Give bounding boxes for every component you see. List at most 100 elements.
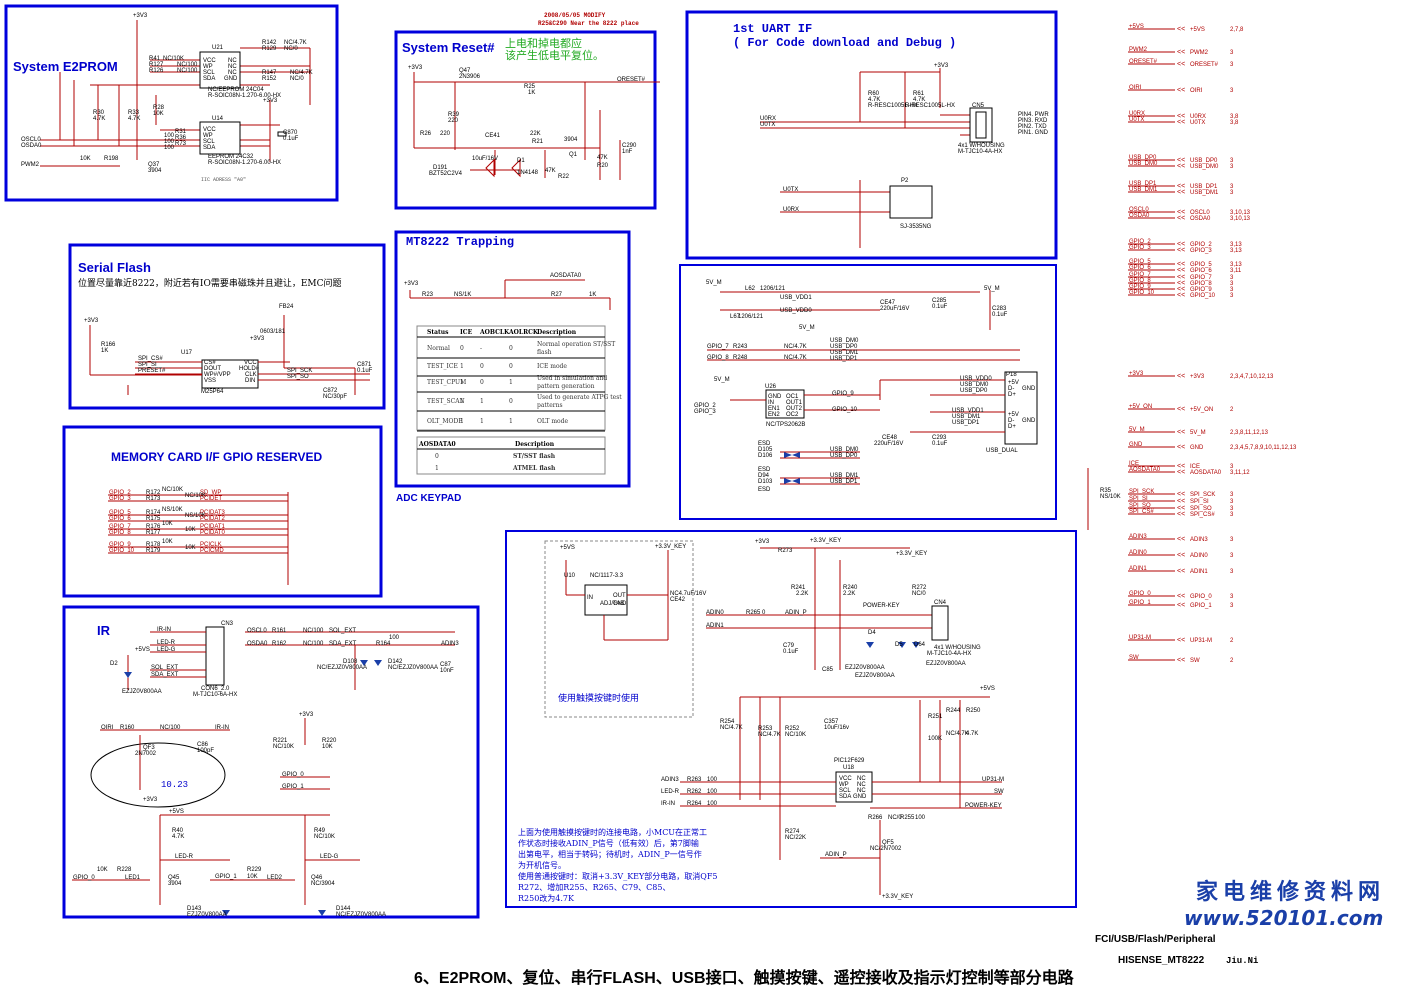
trap-table-header: AOBCLK <box>479 329 510 336</box>
component-label: D94 <box>758 473 770 479</box>
component-label: R28 <box>153 105 165 111</box>
component-label: 100 <box>164 145 175 151</box>
component-label: R273 <box>778 548 793 554</box>
net-page-ref: 3,8 <box>1230 120 1239 126</box>
component-label: R228 <box>117 867 132 873</box>
component-label: EZJZ0V800AA <box>855 673 895 679</box>
net-label-right: SPI_SO <box>1190 506 1212 512</box>
component-label: D103 <box>758 479 773 485</box>
component-label: D+ <box>1008 424 1016 430</box>
u21-pin-vcc: VCC <box>203 58 216 64</box>
memory-resistor-value: 10K <box>185 545 196 551</box>
component-label: NC/3904 <box>311 881 335 887</box>
net-page-ref: 3 <box>1230 50 1234 56</box>
component-label: R252 <box>785 726 800 732</box>
component-label: OSDA0 <box>247 641 268 647</box>
memory-resistor-value: NC/10K <box>162 487 183 493</box>
net-page-ref: 3 <box>1230 553 1234 559</box>
net-page-ref: 3,13 <box>1230 262 1242 268</box>
component-label: NC/10K <box>314 834 335 840</box>
trap-table-cell: 1 <box>480 398 484 405</box>
u17-chip <box>201 359 259 389</box>
component-label: 0.1uF <box>283 136 299 142</box>
component-label: M-TJC10-4A-HX <box>927 651 971 657</box>
net-label-right: PWM2 <box>1190 50 1209 56</box>
component-label: 2N7002 <box>135 751 157 757</box>
reset-frame <box>394 30 657 210</box>
component-label: BZT52C2V4 <box>429 171 463 177</box>
net-label-right: USB_DM1 <box>1190 190 1219 196</box>
component-label: +5VS <box>560 545 575 551</box>
component-label: C357 <box>824 719 839 725</box>
net-page-ref: 3 <box>1230 281 1234 287</box>
component-label: GPIO_8 <box>707 355 729 361</box>
trap-table-cell: 0 <box>509 363 513 370</box>
net-arrow-icon: << <box>1177 637 1185 644</box>
component-label: +3V3 <box>133 13 148 19</box>
component-label: 1nF <box>622 149 633 155</box>
net-label-left: USB_DM0 <box>1129 161 1158 167</box>
component-label: SPI_SI <box>138 362 157 368</box>
component-label: +3V3 <box>404 281 419 287</box>
component-label: 4.7K <box>172 834 184 840</box>
component-label: C872 <box>323 388 338 394</box>
memory-signal-net: PCICMD <box>200 548 224 554</box>
net-page-ref: 3 <box>1230 88 1234 94</box>
touch-note-line: R272、增加R255、R265、C79、C85、 <box>518 882 670 892</box>
component-label: U0RX <box>760 116 776 122</box>
ir-circuit <box>72 626 455 916</box>
net-page-ref: 3 <box>1230 293 1234 299</box>
component-label: C293 <box>932 435 947 441</box>
footer-fci: FCI/USB/Flash/Peripheral <box>1095 934 1216 945</box>
trap-table-cell: 1 <box>460 418 464 425</box>
component-label: NC/0 <box>912 591 926 597</box>
net-page-ref: 3 <box>1230 594 1234 600</box>
component-label: 220uF/16V <box>880 306 909 312</box>
component-label: R198 <box>104 156 119 162</box>
trap-table-header: AOLRCK <box>508 329 539 336</box>
component-label: +3V3 <box>299 712 314 718</box>
component-label: R73 <box>175 141 187 147</box>
component-label: SPI_SCK <box>287 368 312 374</box>
component-label: D144 <box>336 906 351 912</box>
aos-table-cell: ATMEL flash <box>512 465 556 472</box>
memory-signal-net: PCIDAT2 <box>200 516 226 522</box>
ir-labels: CN3IR-INLED-RLED-GSOL_EXTSDA_EXT+5VSD2EZ… <box>73 621 459 918</box>
e2prom-circuit <box>40 20 311 167</box>
component-label: 2.2K <box>843 591 855 597</box>
component-label: 100 <box>389 635 400 641</box>
component-label: R127 <box>149 62 164 68</box>
ir-ellipse <box>90 742 226 808</box>
component-label: Q46 <box>311 875 323 881</box>
component-label: ADIN_P <box>825 852 847 858</box>
component-label: NC <box>857 782 866 788</box>
reset-note-1: 上电和掉电都应 <box>505 36 582 50</box>
u21-pin-sda: SDA <box>203 76 215 82</box>
net-page-ref: 3 <box>1230 506 1234 512</box>
net-label-right: +5VS <box>1190 27 1205 33</box>
component-label: L62 <box>745 286 756 292</box>
component-label: R27 <box>551 292 563 298</box>
net-page-ref: 3 <box>1230 164 1234 170</box>
component-label: NC/0 <box>284 46 298 52</box>
component-label: USB_VDD0 <box>960 376 992 382</box>
net-label-right: GPIO_2 <box>1190 242 1212 248</box>
component-label: NC4.7uF/16V <box>670 591 706 597</box>
uart-circuit <box>760 68 993 248</box>
component-label: D105 <box>758 447 773 453</box>
memory-resistor-ref: R172 <box>146 490 161 496</box>
u14-pin-scl: SCL <box>203 139 215 145</box>
net-label-right: UP31-M <box>1190 638 1212 644</box>
component-label: ADIN1 <box>706 623 724 629</box>
component-label: R272 <box>912 585 927 591</box>
component-label: M-TJC10-6A-HX <box>193 692 237 698</box>
watermark-url: www.520101.com <box>1184 906 1383 930</box>
component-label: 22K <box>530 131 541 137</box>
trap-table-cell: OLT mode <box>537 418 568 425</box>
component-label: OSCL0 <box>21 137 41 143</box>
component-label: SDA <box>839 794 851 800</box>
component-label: GPIO_2 <box>694 403 716 409</box>
component-label: 2.2K <box>796 591 808 597</box>
net-arrow-icon: << <box>1177 49 1185 56</box>
